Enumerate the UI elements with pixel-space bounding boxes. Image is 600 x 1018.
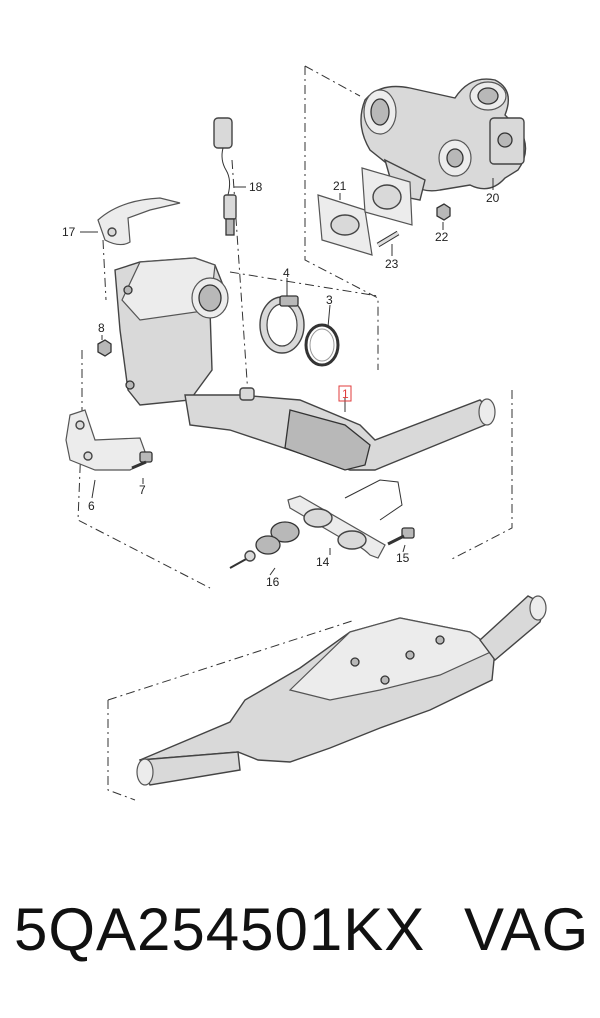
nut-8 [97, 339, 112, 357]
bolt-15 [387, 527, 415, 546]
part-number: 5QA254501KX [14, 896, 426, 963]
callout-18: 18 [249, 180, 263, 194]
callout-14: 14 [316, 555, 330, 569]
turbocharger [360, 78, 527, 201]
callout-17: 17 [62, 225, 76, 239]
middle-silencer [136, 595, 547, 786]
catalytic-converter [114, 257, 229, 406]
bolt-7 [131, 451, 153, 470]
callout-3: 3 [326, 293, 333, 307]
bracket [97, 197, 181, 246]
callout-1: 1 [342, 387, 349, 401]
callout-1-highlight-box [338, 385, 352, 402]
turbo-flange [361, 167, 413, 226]
front-pipe-assembly [184, 387, 496, 471]
nut [436, 203, 451, 221]
callout-22: 22 [435, 230, 449, 244]
callout-7: 7 [139, 483, 146, 497]
callout-labels: 1 3 4 6 7 8 14 15 16 17 18 20 21 22 23 [62, 179, 500, 589]
leader-lines [80, 178, 494, 576]
brand-name: VAG [464, 896, 590, 963]
flange-gasket [287, 479, 403, 559]
footer: 5QA254501KX VAG [0, 895, 600, 985]
callout-6: 6 [88, 499, 95, 513]
callout-4: 4 [283, 266, 290, 280]
exhaust-parts-diagram: 1 3 4 6 7 8 14 15 16 17 18 20 21 22 23 [62, 65, 547, 801]
callout-16: 16 [266, 575, 280, 589]
turbo-gasket [317, 194, 373, 256]
callout-23: 23 [385, 257, 399, 271]
pipe-clamp [259, 295, 305, 354]
callout-20: 20 [486, 191, 500, 205]
callout-21: 21 [333, 179, 347, 193]
stud-bolt [376, 230, 400, 248]
support-bracket [65, 409, 149, 471]
callout-15: 15 [396, 551, 410, 565]
oxygen-sensor [213, 117, 237, 236]
seal-ring [304, 323, 340, 367]
rubber-mounts [229, 521, 300, 569]
callout-8: 8 [98, 321, 105, 335]
